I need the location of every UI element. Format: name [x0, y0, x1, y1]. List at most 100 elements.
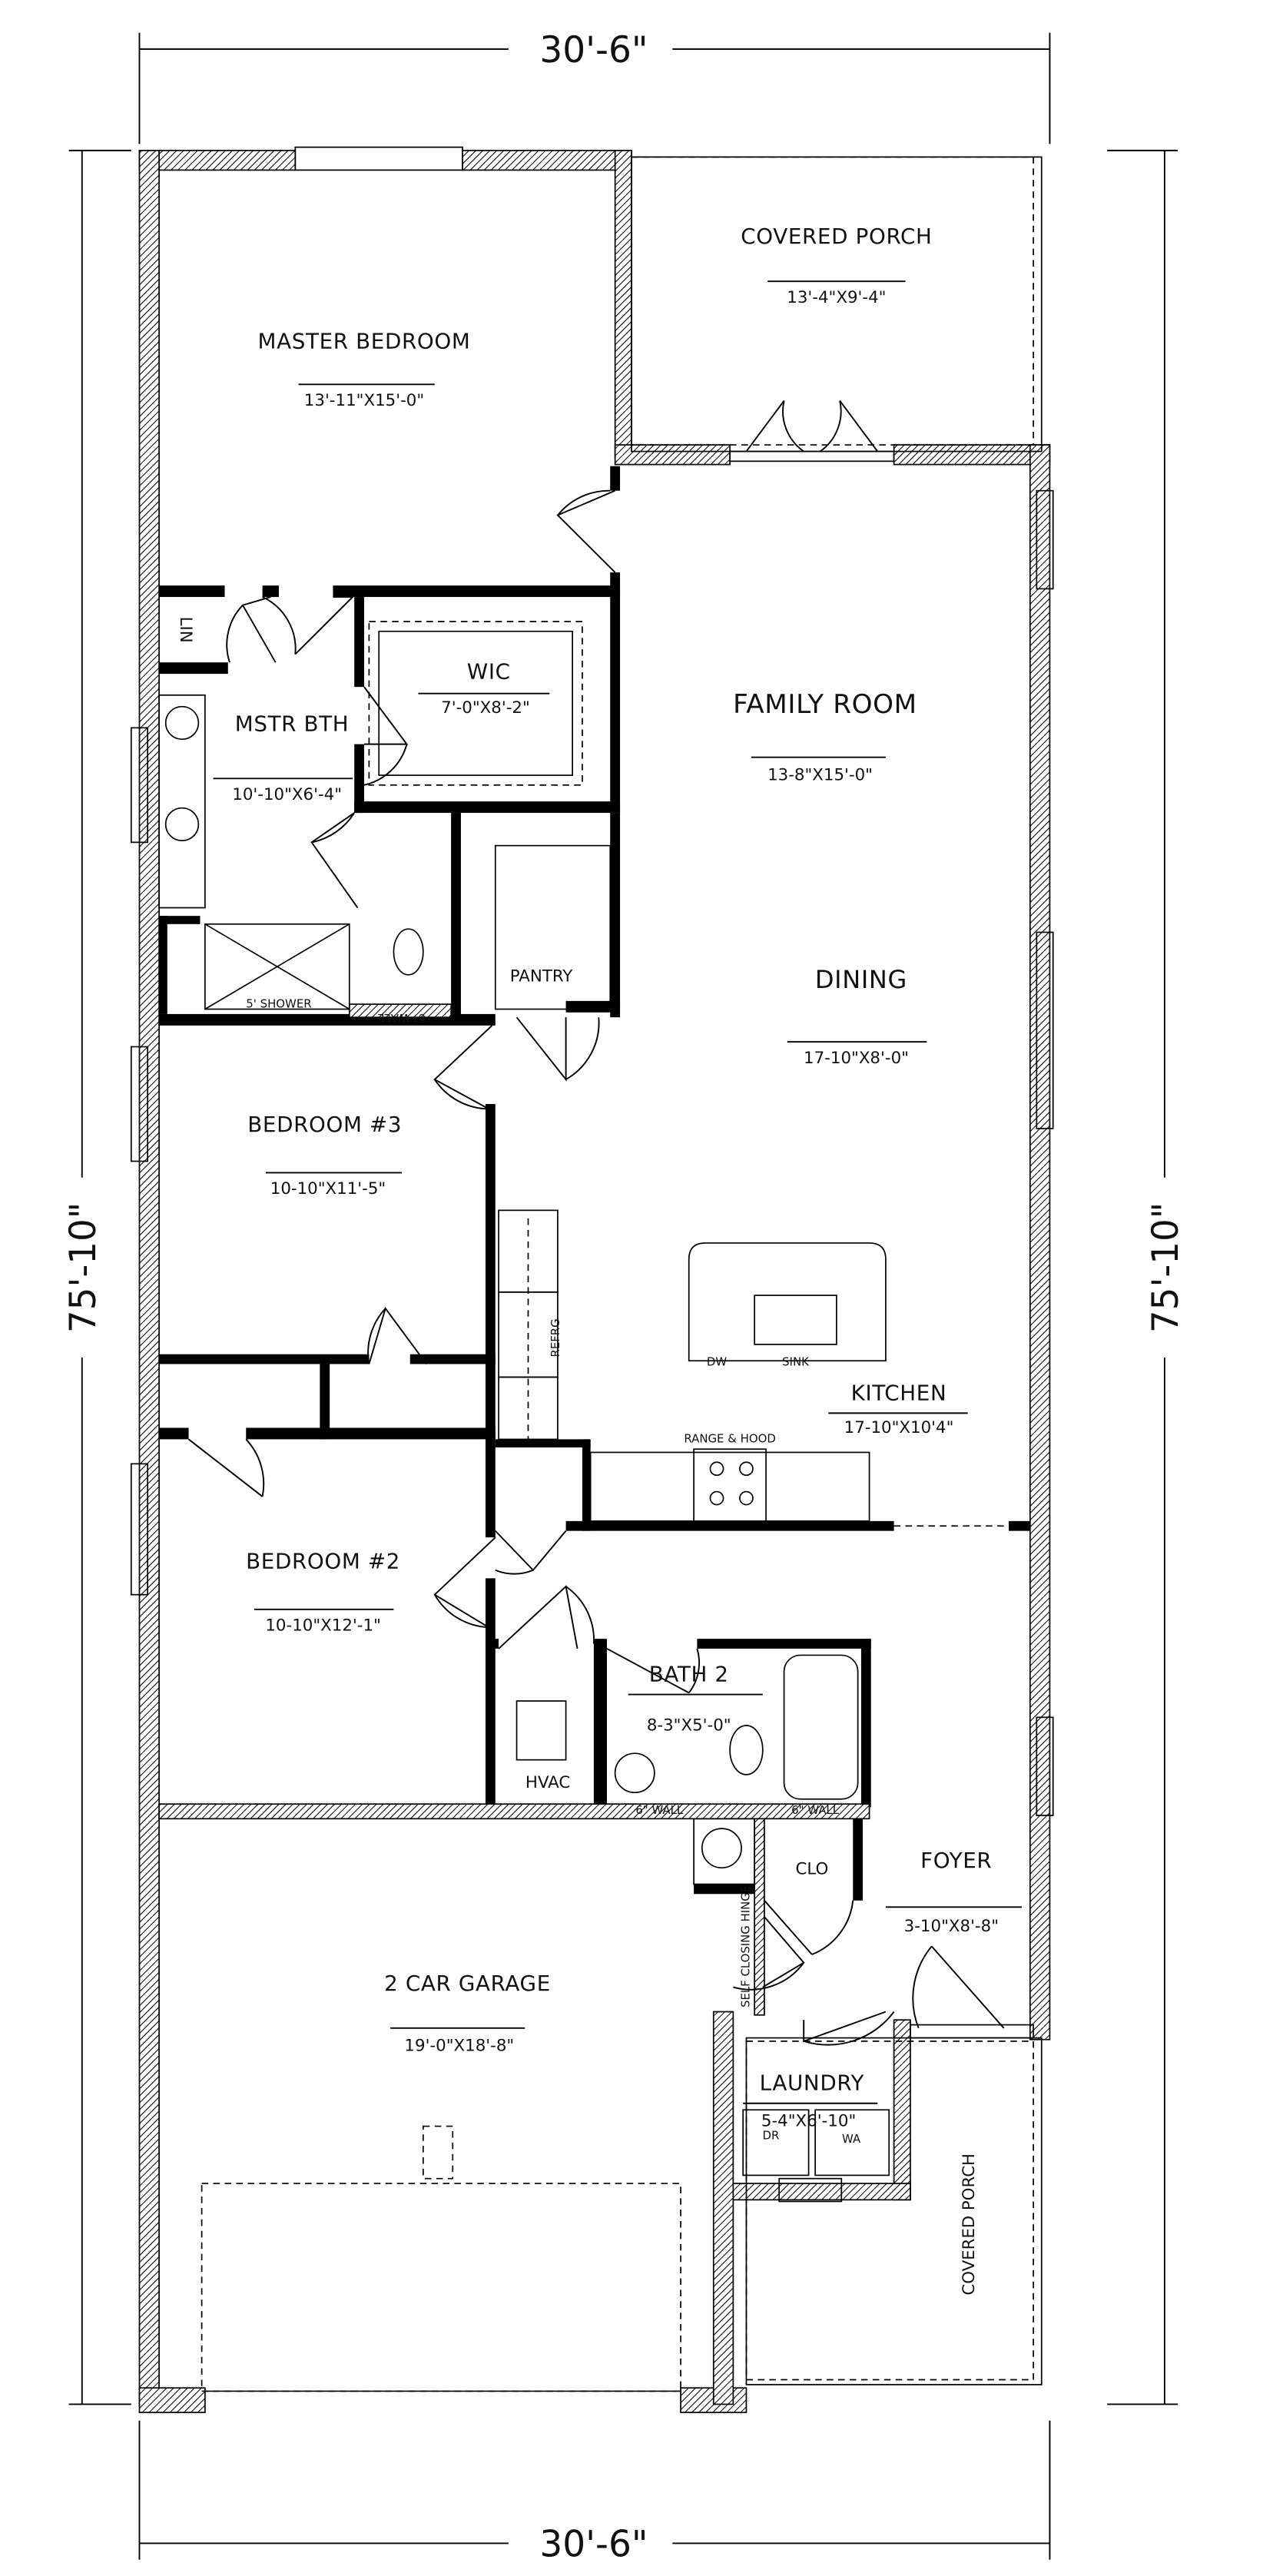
plan-label: FAMILY ROOM	[733, 689, 917, 720]
plan-linework	[893, 2019, 911, 2201]
plan-linework	[159, 662, 228, 675]
dishwasher-label: DW	[707, 1355, 728, 1369]
plan-linework	[367, 1306, 427, 1365]
kitchen-island	[688, 1242, 887, 1362]
plan-linework	[159, 585, 225, 598]
plan-label: 3-10"X8'-8"	[904, 1917, 999, 1936]
hvac-label: HVAC	[525, 1773, 570, 1792]
plan-linework	[262, 585, 279, 598]
plan-linework	[363, 686, 409, 786]
plan-linework	[246, 1427, 496, 1440]
plan-label: MSTR BTH	[235, 711, 350, 737]
garage-firewall	[158, 1803, 870, 1820]
plan-label: 13-8"X15'-0"	[767, 766, 873, 785]
plan-linework	[614, 444, 731, 466]
covered-porch-side-label: COVERED PORCH	[960, 2153, 979, 2296]
plan-linework	[556, 489, 616, 573]
plan-linework	[130, 1046, 149, 1162]
plan-linework	[320, 1364, 330, 1440]
plan-label: 19'-0"X18'-8"	[404, 2037, 514, 2056]
plan-linework	[310, 812, 359, 909]
room-bedroom-3: BEDROOM #310-10"X11'-5"	[247, 1112, 403, 1198]
dimension-top: 30'-6"	[138, 29, 1051, 144]
plan-linework	[610, 572, 621, 814]
interior-walls	[159, 466, 1030, 1901]
plan-linework	[912, 1945, 1005, 2029]
plan-linework	[495, 1530, 567, 1575]
shower-icon	[204, 923, 350, 1010]
plan-linework	[853, 1818, 864, 1901]
plan-linework	[745, 2037, 1043, 2385]
dryer-icon	[742, 2109, 810, 2177]
plan-label: BEDROOM #2	[246, 1549, 400, 1574]
plan-label: BEDROOM #3	[247, 1112, 402, 1137]
plan-linework	[354, 801, 621, 814]
plan-linework	[354, 597, 364, 688]
plan-linework	[422, 2125, 454, 2180]
room-garage: 2 CAR GARAGE 19'-0"X18'-8"	[384, 1971, 551, 2056]
plan-linework	[701, 1828, 742, 1869]
plan-linework	[348, 1003, 452, 1019]
plan-linework	[565, 1000, 621, 1013]
range-icon	[693, 1448, 767, 1522]
overall-width-top: 30'-6"	[539, 29, 648, 71]
plan-linework	[778, 2177, 843, 2203]
plan-label: LAUNDRY	[760, 2070, 864, 2096]
plan-linework	[610, 466, 621, 491]
range-hood-label: RANGE & HOOD	[684, 1432, 776, 1446]
bathtub-icon	[783, 1654, 859, 1800]
doors	[187, 400, 1005, 2046]
plan-label: KITCHEN	[851, 1380, 947, 1405]
plan-linework	[582, 1439, 591, 1531]
plan-linework	[1036, 489, 1054, 590]
plan-linework	[732, 2183, 911, 2201]
plan-linework	[610, 813, 621, 1018]
plan-linework	[1036, 931, 1054, 1129]
self-closing-hinge-label: SELF CLOSING HINGE	[739, 1885, 753, 2007]
plan-linework	[130, 1463, 149, 1596]
plan-linework	[498, 1585, 595, 1649]
plan-linework	[739, 1490, 754, 1506]
plan-linework	[451, 813, 461, 1018]
plan-linework	[709, 1490, 724, 1506]
plan-label: MASTER BEDROOM	[258, 328, 471, 353]
plan-linework	[485, 1578, 496, 1808]
plan-label: 10-10"X12'-1"	[265, 1616, 380, 1636]
toilet-icon	[729, 1725, 764, 1775]
plan-label: COVERED PORCH	[741, 224, 932, 249]
plan-linework	[378, 630, 573, 776]
plan-linework	[910, 2024, 1034, 2039]
plan-linework	[745, 400, 879, 453]
plan-linework	[138, 150, 297, 171]
exterior-walls	[130, 146, 1054, 2413]
plan-linework	[204, 923, 350, 1010]
plan-linework	[631, 156, 1043, 453]
plan-linework	[860, 1639, 871, 1808]
plan-label: WIC	[467, 659, 511, 685]
sink-icon	[754, 1295, 837, 1345]
plan-linework	[262, 596, 355, 655]
plan-linework	[694, 1884, 755, 1895]
plan-linework	[739, 1461, 754, 1477]
plan-linework	[226, 596, 277, 663]
sink-icon	[614, 1752, 655, 1794]
plan-label: 2 CAR GARAGE	[384, 1971, 551, 1996]
plan-linework	[593, 1639, 607, 1808]
plan-linework	[494, 844, 612, 1010]
plan-linework	[159, 1354, 370, 1364]
shower-label: 5' SHOWER	[246, 996, 311, 1010]
overall-depth-left: 75'-10"	[62, 1202, 104, 1333]
plan-linework	[462, 150, 632, 171]
plan-linework	[1029, 444, 1051, 2041]
plan-linework	[614, 150, 632, 459]
plan-linework	[333, 585, 621, 598]
plan-linework	[729, 450, 895, 462]
plan-linework	[1009, 1520, 1030, 1531]
plan-linework	[433, 1025, 493, 1110]
plan-linework	[803, 2011, 895, 2046]
